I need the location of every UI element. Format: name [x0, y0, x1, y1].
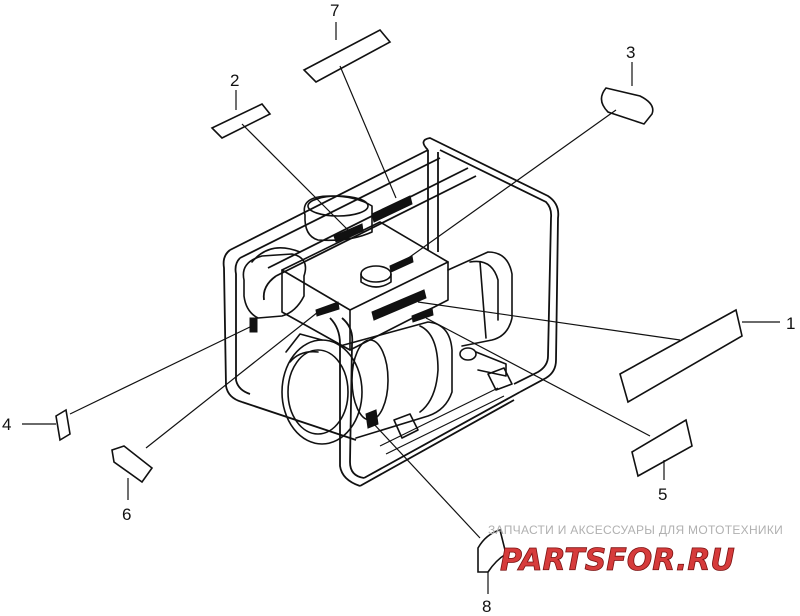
- decal-1[interactable]: [619, 308, 743, 404]
- watermark: ЗАПЧАСТИ И АКСЕССУАРЫ ДЛЯ МОТОТЕХНИКИ PA…: [488, 523, 783, 578]
- decal-5[interactable]: [631, 418, 693, 478]
- decal-3[interactable]: [600, 87, 654, 125]
- decal-7[interactable]: [302, 28, 392, 83]
- callout-4: 4: [2, 415, 11, 434]
- callout-3: 3: [626, 43, 635, 62]
- callout-1: 1: [786, 314, 795, 333]
- water-pump-illustration: [222, 137, 560, 487]
- watermark-logo: PARTSFOR.RU: [500, 543, 735, 578]
- callout-8: 8: [482, 597, 491, 616]
- callout-6: 6: [122, 505, 131, 524]
- decal-6[interactable]: [111, 445, 154, 484]
- decal-8[interactable]: [477, 529, 507, 573]
- decal-4[interactable]: [55, 408, 71, 442]
- decal-2[interactable]: [210, 103, 272, 139]
- callout-2: 2: [230, 71, 239, 90]
- callout-7: 7: [330, 1, 339, 20]
- watermark-tagline: ЗАПЧАСТИ И АКСЕССУАРЫ ДЛЯ МОТОТЕХНИКИ: [488, 523, 783, 537]
- leader-lines: [22, 22, 780, 594]
- callout-5: 5: [658, 485, 667, 504]
